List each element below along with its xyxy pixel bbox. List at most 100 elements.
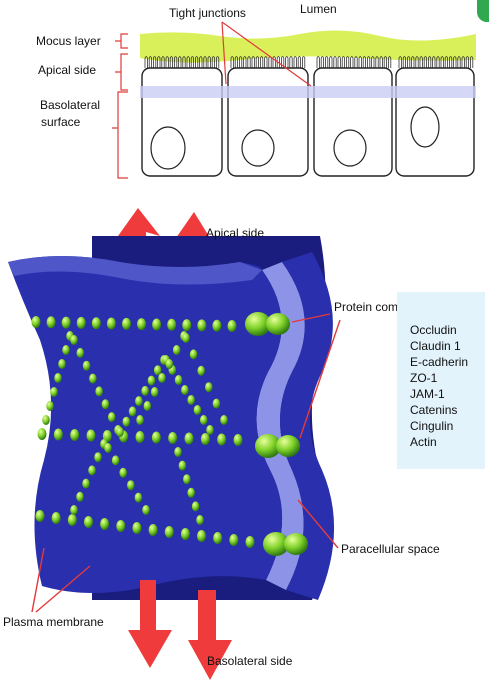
- protein-bead: [42, 415, 50, 425]
- protein-bead: [82, 478, 90, 489]
- microvilli-row: [398, 56, 474, 68]
- protein-bead: [107, 412, 116, 423]
- protein-list-item: Cingulin: [410, 419, 454, 433]
- tight-junction-pointer-1: [221, 21, 227, 85]
- protein-bead: [54, 373, 62, 383]
- protein-bead: [184, 432, 194, 445]
- protein-complex-left: [255, 434, 281, 458]
- protein-bead: [91, 317, 101, 330]
- protein-list: Occludin Claudin 1 E-cadherin ZO-1 JAM-1…: [397, 292, 485, 450]
- protein-bead: [172, 345, 181, 355]
- apical-side-label: Apical side: [38, 63, 96, 77]
- protein-bead: [206, 425, 214, 435]
- protein-bead: [37, 428, 47, 440]
- apical-bracket: [115, 53, 128, 91]
- protein-bead: [229, 534, 239, 546]
- microvilli-row: [144, 56, 220, 68]
- basolateral-bracket: [112, 91, 128, 179]
- protein-bead: [137, 318, 147, 331]
- epithelium-diagram: Tight junctions Lumen Mocus layer Apical…: [36, 2, 476, 179]
- protein-bead: [122, 416, 131, 427]
- protein-bead: [148, 524, 158, 536]
- protein-bead: [200, 433, 210, 445]
- protein-bead: [189, 349, 198, 360]
- protein-list-item: JAM-1: [410, 387, 445, 401]
- protein-bead: [82, 360, 91, 371]
- protein-complex-left: [263, 532, 289, 556]
- protein-bead: [70, 335, 78, 345]
- tight-junction-3d-diagram: Apical side Protein complex Paracellular…: [3, 208, 440, 680]
- protein-bead: [136, 415, 144, 425]
- protein-list-box: Occludin Claudin 1 E-cadherin ZO-1 JAM-1…: [397, 292, 485, 469]
- protein-list-item: Occludin: [410, 323, 457, 337]
- protein-strands: [31, 316, 255, 548]
- protein-bead: [127, 480, 135, 491]
- protein-complex: [245, 312, 290, 336]
- protein-bead: [58, 359, 66, 369]
- protein-bead: [191, 501, 200, 512]
- protein-bead: [51, 512, 61, 524]
- protein-bead: [46, 401, 54, 411]
- paracellular-pointer: [297, 499, 339, 549]
- protein-bead: [121, 317, 131, 330]
- protein-bead: [128, 406, 137, 417]
- basolateral-arrow-left: [128, 580, 172, 668]
- basolateral-arrow-right: [188, 590, 232, 680]
- protein-bead: [86, 429, 96, 442]
- protein-bead: [174, 447, 182, 457]
- protein-bead: [153, 365, 162, 376]
- protein-bead: [135, 431, 145, 443]
- membrane-top-edge: [8, 256, 262, 285]
- protein-bead: [227, 320, 237, 332]
- nucleus: [410, 106, 440, 148]
- nucleus: [150, 126, 186, 170]
- protein-complexes: [245, 312, 308, 556]
- protein-bead: [168, 432, 178, 444]
- mucus-bracket: [115, 33, 128, 49]
- protein-bead: [143, 401, 152, 411]
- protein-list-item: Actin: [410, 435, 437, 449]
- protein-bead: [187, 487, 195, 498]
- protein-bead: [70, 429, 80, 441]
- protein-bead: [102, 430, 112, 442]
- paracellular-space-label: Paracellular space: [341, 542, 440, 556]
- protein-bead: [101, 399, 110, 410]
- protein-bead: [116, 520, 126, 532]
- mucus-layer-label: Mocus layer: [36, 34, 101, 48]
- protein-bead: [182, 333, 190, 343]
- membrane-front: [8, 256, 283, 593]
- basolateral-surface-label-line1: Basolateral: [40, 98, 100, 112]
- basolateral-arrows: [128, 580, 232, 680]
- protein-bead: [245, 536, 255, 548]
- protein-bead: [151, 431, 161, 444]
- protein-bead: [31, 316, 41, 328]
- protein-bead: [53, 428, 63, 441]
- protein-bead: [180, 528, 190, 540]
- protein-bead: [106, 317, 116, 330]
- microvilli-row: [316, 56, 392, 68]
- protein-bead: [212, 319, 222, 332]
- protein-bead: [119, 467, 127, 478]
- protein-bead: [212, 398, 221, 409]
- protein-bead: [88, 465, 96, 476]
- protein-bead: [213, 532, 223, 544]
- protein-list-item: Claudin 1: [410, 339, 461, 353]
- protein-list-item: ZO-1: [410, 371, 438, 385]
- basolateral-surface-label-line2: surface: [41, 115, 81, 129]
- tight-junctions-label: Tight junctions: [169, 6, 246, 20]
- protein-complex-pointer-2: [299, 319, 341, 439]
- plasma-membrane-label: Plasma membrane: [3, 615, 104, 629]
- protein-bead: [183, 474, 191, 485]
- protein-bead: [220, 415, 228, 425]
- protein-bead: [83, 516, 93, 528]
- protein-bead: [132, 522, 142, 534]
- protein-bead: [134, 492, 143, 503]
- protein-bead: [70, 505, 78, 515]
- protein-complex-right: [266, 313, 290, 335]
- basolateral-side-label: Basolateral side: [207, 654, 293, 668]
- protein-bead: [104, 443, 112, 453]
- protein-bead: [199, 415, 208, 425]
- protein-bead: [95, 386, 103, 397]
- plasma-membrane-pointer-1: [31, 547, 45, 613]
- protein-bead: [187, 395, 195, 405]
